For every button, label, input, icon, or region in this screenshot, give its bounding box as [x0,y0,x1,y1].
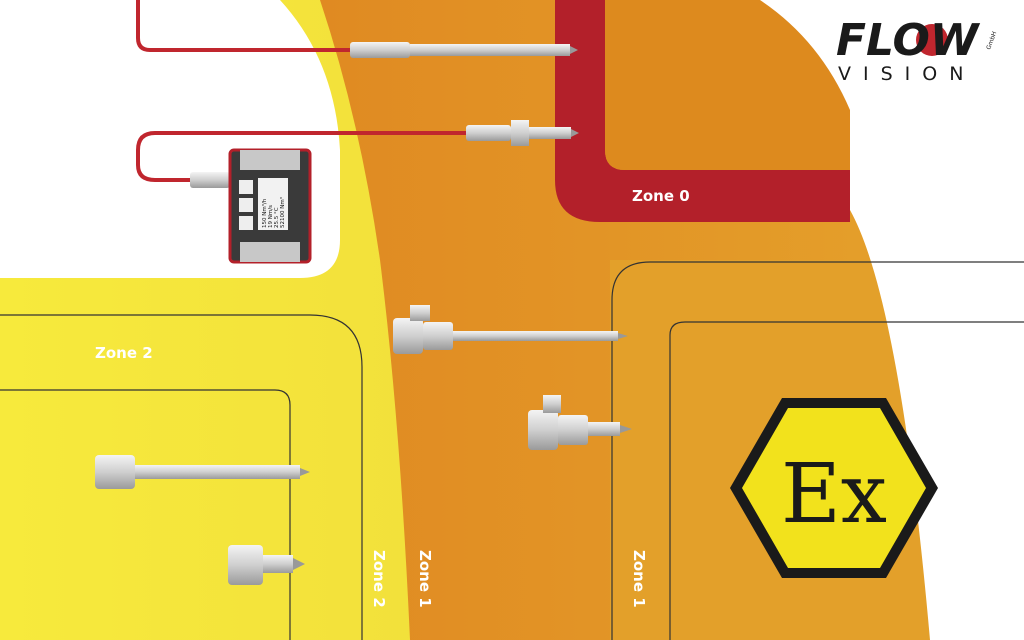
sensor-zone1-long [393,305,628,354]
zone-1-label-vertical: Zone 1 [416,550,434,608]
zone-boundary-line [0,314,363,640]
zone-boundary-line [669,321,1024,640]
enter-button [239,216,253,230]
ex-hexagon-symbol: Ex [730,398,938,578]
zone-2-label-vertical: Zone 2 [370,550,388,608]
zone-1-label-vertical-right: Zone 1 [630,550,648,608]
logo-brand: FLOW [836,15,981,66]
zone-boundary-line [0,389,291,640]
zone-2-label: Zone 2 [95,344,153,362]
zone-boundary-line [611,261,1024,640]
logo-sub: VISION [838,63,975,85]
ex-text: Ex [781,447,887,542]
sensor-zone1-short [528,395,632,450]
cable [136,0,360,52]
flow-meter-display-device [190,148,312,264]
zone-0-inner-area [605,0,850,170]
zone-0-label: Zone 0 [632,187,690,205]
cable [136,131,470,182]
display-line: 19 Nm/s [268,205,274,228]
down-button [239,198,253,212]
sensor-zone2-long [95,455,310,489]
display-line: 25.5 °C [274,207,280,228]
display-screen [258,178,288,230]
up-button [239,180,253,194]
safe-area-right [760,0,1024,640]
logo-wave-icon [916,24,948,56]
zone-0-area [555,0,850,222]
sensor-top [350,42,578,58]
flowvision-logo: FLOW VISION GmbH [836,15,998,85]
sensor-zone2-short [228,545,305,585]
display-line: 150 Nm³/h [261,198,268,228]
display-line: 52100 Nm³ [279,197,286,228]
sensor-ex-top [466,120,579,146]
